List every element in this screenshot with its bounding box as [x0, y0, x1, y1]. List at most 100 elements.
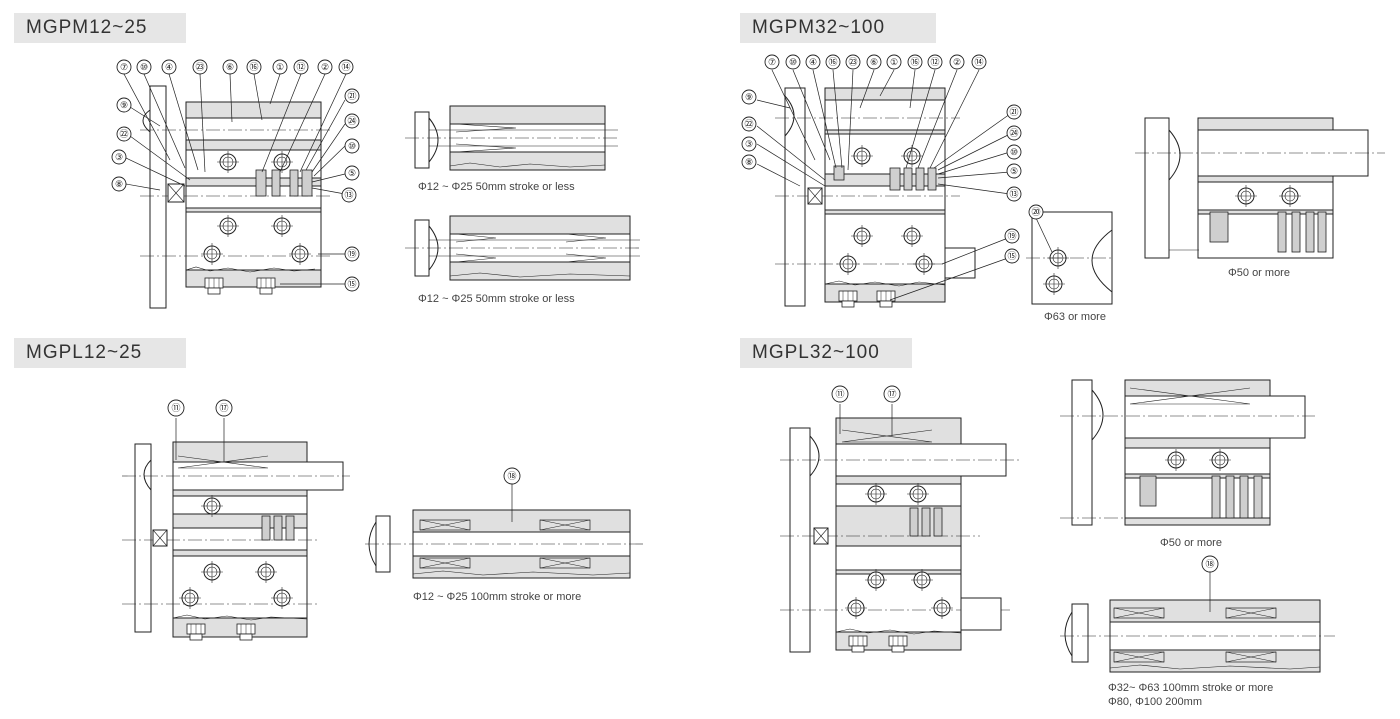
mgpl32-balloon-circle [883, 385, 901, 403]
section-title-mgpm12-25: MGPM12~25 [14, 13, 186, 43]
mgpm12-balloon-circle [246, 59, 262, 75]
mgpm12-stroke-view-1 [405, 105, 618, 171]
mgpm12-balloon-label: ④ [165, 62, 173, 72]
mgpm32-balloon-circle [805, 54, 821, 70]
mgpm12-balloon-label: ⑲ [347, 249, 356, 259]
mgpm32-balloon-circle [927, 54, 943, 70]
mgpm12-balloon-label: ⑥ [226, 62, 234, 72]
mgpm12-balloon-label: ③ [115, 152, 123, 162]
mgpm32-phi63-detail [1026, 211, 1113, 305]
mgpm32-balloon-label: ㉓ [848, 57, 857, 67]
mgpm12-balloon-circle [192, 59, 208, 75]
section-title-mgpl32-100: MGPL32~100 [740, 338, 912, 368]
mgpm32-balloon-label: ⑦ [768, 57, 776, 67]
mgpm12-balloon-circle [272, 59, 288, 75]
mgpm12-balloon-circle [344, 113, 360, 129]
mgpl12-stroke-view [365, 484, 645, 579]
mgpm32-balloon-label: ② [953, 57, 961, 67]
mgpm32-balloon-circle [866, 54, 882, 70]
mgpm32-caption-phi50: Φ50 or more [1228, 267, 1290, 279]
mgpm32-balloon-circle [741, 116, 757, 132]
mgpl12-balloon-circle [215, 399, 233, 417]
mgpm32-balloon-label: ⑬ [1009, 189, 1018, 199]
mgpm12-balloon-label: ⑧ [115, 179, 123, 189]
mgpm32-balloon-circle [1006, 186, 1022, 202]
mgpm32-balloons [756, 69, 1011, 301]
mgpm32-balloon-circle [741, 136, 757, 152]
mgpm32-balloon-circle [1006, 163, 1022, 179]
mgpm32-balloon-circle [764, 54, 780, 70]
mgpm12-balloon-label: ⑭ [341, 62, 350, 72]
mgpm12-balloon-label: ⑤ [348, 168, 356, 178]
mgpl32-caption-stroke-2: Φ80, Φ100 200mm [1108, 696, 1202, 708]
mgpm12-balloon-label: ㉓ [195, 62, 204, 72]
mgpm32-balloon-label: ⑥ [870, 57, 878, 67]
mgpm32-balloon-label: ⑮ [1007, 251, 1016, 261]
mgpm12-balloon-label: ② [321, 62, 329, 72]
mgpl12-main-drawing [122, 418, 350, 641]
mgpm12-balloon-circle [116, 59, 132, 75]
mgpl12-balloon-circle [167, 399, 185, 417]
mgpl12-balloon-label: ⑱ [507, 471, 516, 481]
mgpl12-balloon-circle [503, 467, 521, 485]
mgpm32-caption-phi63: Φ63 or more [1044, 311, 1106, 323]
mgpm12-balloon-label: ⑦ [120, 62, 128, 72]
mgpm12-balloon-label: ⑫ [296, 62, 305, 72]
mgpm12-balloon-circle [116, 126, 132, 142]
mgpm32-balloon-circle [971, 54, 987, 70]
mgpm32-balloon-circle [741, 154, 757, 170]
mgpm32-balloon-circle [845, 54, 861, 70]
mgpm32-balloon-label: ㉒ [744, 119, 753, 129]
mgpm32-balloon-label: ③ [745, 139, 753, 149]
mgpl32-caption-stroke-1: Φ32~ Φ63 100mm stroke or more [1108, 682, 1273, 694]
mgpm12-balloon-circle [116, 97, 132, 113]
mgpm12-balloon-label: ① [276, 62, 284, 72]
mgpm32-balloon-label: ⑨ [745, 92, 753, 102]
mgpm32-balloon-circle [825, 54, 841, 70]
mgpm32-balloon-label: ⑲ [1007, 231, 1016, 241]
mgpm12-balloon-circle [136, 59, 152, 75]
mgpl12-balloon-label: ⑪ [171, 403, 180, 413]
mgpl32-main-drawing [780, 404, 1020, 653]
mgpm12-balloon-circle [222, 59, 238, 75]
mgpm32-balloon-circle [907, 54, 923, 70]
mgpl32-stroke-view [1060, 572, 1335, 673]
mgpm12-end-plate [149, 85, 167, 309]
mgpl32-caption-phi50: Φ50 or more [1160, 537, 1222, 549]
mgpm32-balloon-label: ⑯ [828, 57, 837, 67]
mgpm32-balloon-circle [1006, 144, 1022, 160]
mgpm32-balloon-label: ⑳ [1031, 207, 1040, 217]
mgpl32-balloon-label: ⑰ [887, 389, 896, 399]
mgpl32-end-plate [789, 427, 811, 653]
mgpm12-balloon-label: ㉑ [347, 91, 356, 101]
mgpm32-balloon-circle [1028, 204, 1044, 220]
mgpl32-balloon-label: ⑪ [835, 389, 844, 399]
mgpm32-balloon-circle [741, 89, 757, 105]
mgpm32-balloon-label: ⑩ [789, 57, 797, 67]
mgpm32-balloon-circle [785, 54, 801, 70]
mgpm12-balloon-circle [344, 88, 360, 104]
mgpm32-balloon-label: ㉑ [1009, 107, 1018, 117]
mgpm12-balloon-circle [344, 276, 360, 292]
mgpm12-balloon-circle [344, 165, 360, 181]
mgpm12-balloon-label: ⑩ [140, 62, 148, 72]
mgpm12-stroke-view-2 [405, 215, 640, 281]
mgpm12-balloon-label: ⑮ [347, 279, 356, 289]
mgpm12-balloon-circle [111, 176, 127, 192]
mgpm32-balloon-label: ⑤ [1010, 166, 1018, 176]
mgpm12-balloon-circle [344, 138, 360, 154]
mgpm32-end-plate [784, 87, 806, 307]
mgpm12-balloon-circle [293, 59, 309, 75]
mgpm12-main-drawing [140, 85, 330, 309]
mgpm32-balloon-label: ⑩ [1010, 147, 1018, 157]
mgpm12-balloon-label: ⑬ [344, 190, 353, 200]
mgpm32-balloon-label: ㉔ [1009, 128, 1018, 138]
mgpm32-balloon-circle [1004, 228, 1020, 244]
mgpl12-balloon-label: ⑰ [219, 403, 228, 413]
section-title-mgpl12-25: MGPL12~25 [14, 338, 186, 368]
mgpm32-balloon-circle [1006, 104, 1022, 120]
mgpm12-balloon-label: ㉒ [119, 129, 128, 139]
mgpm32-balloon-circle [949, 54, 965, 70]
